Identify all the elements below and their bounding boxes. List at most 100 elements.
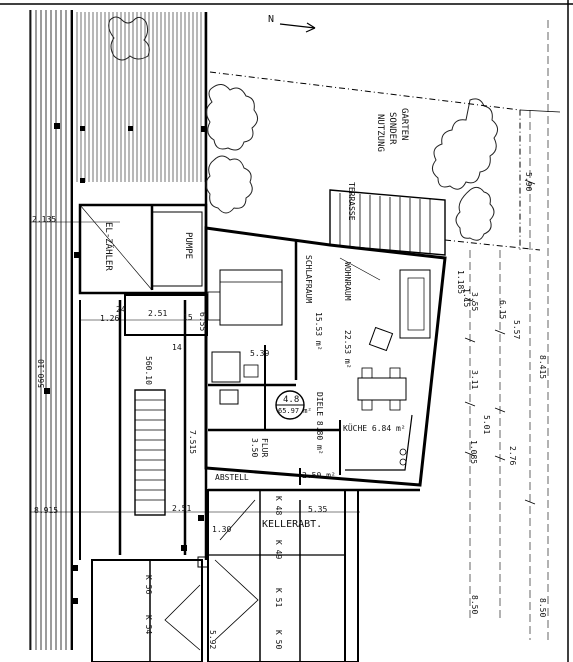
kellerabt-label: KELLERABT. — [262, 519, 323, 530]
north-label: N — [268, 14, 275, 25]
dim-501: 5.01 — [482, 415, 491, 435]
bedside — [207, 291, 221, 321]
garten-label: GARTEN — [399, 108, 409, 141]
garden-boundary-2 — [444, 239, 541, 251]
dim-24: 24 — [116, 305, 126, 314]
chair-2 — [389, 367, 401, 379]
keller-48: K 48 — [274, 496, 283, 516]
dim-top-right — [519, 109, 561, 113]
staircase — [134, 389, 166, 516]
door-swing-living — [339, 257, 381, 281]
keller-56: K 56 — [144, 575, 153, 595]
dim-56010b: 560.10 — [144, 356, 153, 385]
dim-557: 5.57 — [512, 320, 521, 340]
wohnraum-label: WOHNRAUM — [343, 262, 352, 301]
cellar-diag — [219, 499, 256, 541]
stove-1 — [399, 448, 407, 456]
shrub-garden-2 — [205, 155, 253, 214]
stair-landing — [124, 294, 208, 336]
diele-label: DIELE 8.80 m² — [315, 392, 324, 455]
flat-area: 65.97 m² — [278, 407, 312, 415]
shrub-garden-1 — [206, 84, 258, 151]
keller-49: K 49 — [274, 540, 283, 560]
dim-2135: 2.135 — [32, 215, 57, 224]
flat-outline — [204, 226, 447, 487]
kueche-label: KÜCHE 6.84 m² — [343, 424, 406, 433]
shrub-top — [108, 16, 150, 61]
el-zaehler-label: EL-ZÄHLER — [103, 222, 113, 271]
terrain-hatch — [30, 10, 72, 650]
shaft-marker — [197, 556, 209, 568]
sofa-inner — [407, 277, 425, 331]
dim-7515: 7.515 — [188, 430, 197, 455]
terrace — [329, 189, 446, 256]
north-arrow-line — [279, 23, 316, 29]
dim-1085: 1.085 — [469, 440, 478, 465]
bed — [219, 269, 283, 326]
terrasse-label: TERRASSE — [347, 182, 356, 221]
nutzung-label: NUTZUNG — [375, 114, 385, 152]
sondernutzung-label: SONDER — [387, 112, 397, 145]
schlafraum-area: 15.53 m² — [314, 312, 323, 351]
dim-130: 1.30 — [212, 525, 232, 534]
dim-8415: 8.415 — [538, 355, 547, 380]
shrub-garden-right-2 — [455, 186, 495, 241]
wohnraum-area: 22.53 m² — [343, 330, 352, 369]
dim-311: 3.11 — [470, 370, 479, 390]
dim-850b: 8.50 — [538, 598, 547, 618]
armchair — [368, 326, 394, 352]
dim-8915: 8.915 — [34, 506, 59, 515]
dim-251a: 2.51 — [148, 309, 168, 318]
dim-15: 15 — [183, 313, 193, 322]
dim-14: 14 — [172, 343, 182, 352]
flat-number: 4.8 — [283, 395, 300, 405]
bad-area: 5.39 — [250, 349, 270, 358]
service-block — [78, 203, 208, 295]
stove-2 — [399, 458, 407, 466]
dim-355: 3.55 — [470, 292, 479, 312]
dim-592: 5.92 — [208, 630, 217, 650]
cellar-door-swing — [214, 559, 259, 641]
terrace-stairs — [339, 193, 431, 254]
dining-table — [357, 377, 407, 401]
shrub-garden-right — [432, 98, 498, 190]
dim-56010: 560.10 — [37, 359, 46, 388]
dim-1185: 1.185 — [456, 270, 465, 295]
abstell-area: 2.50 m² — [302, 471, 336, 480]
keller-51: K 51 — [274, 588, 283, 608]
keller-54: K 54 — [144, 615, 153, 635]
cellar-left-diag — [164, 584, 201, 651]
kitchen-counter — [345, 414, 413, 471]
chair-3 — [361, 399, 373, 411]
dim-535: 5.35 — [308, 505, 328, 514]
sofa — [399, 269, 431, 339]
north-arrow-head — [305, 22, 316, 33]
service-diag — [79, 204, 153, 291]
dim-590: 5.90 — [524, 172, 533, 192]
flur-label: FLUR — [260, 438, 269, 458]
dim-126: 1.26 — [100, 314, 120, 323]
chair-1 — [361, 367, 373, 379]
cellar-block — [207, 489, 359, 662]
chair-4 — [389, 399, 401, 411]
dim-ticks-right — [464, 179, 536, 505]
dim-655: 6.55 — [198, 312, 207, 332]
dim-615: 6.15 — [498, 300, 507, 320]
dim-251b: 2.51 — [172, 504, 192, 513]
toilet — [219, 389, 239, 405]
schlafraum-label: SCHLAFRAUM — [304, 255, 313, 304]
stair-steps — [135, 399, 165, 501]
dim-276: 2.76 — [508, 446, 517, 466]
pump-room — [151, 211, 203, 287]
column-markers — [44, 123, 207, 604]
washbasin — [243, 364, 259, 378]
keller-50: K 50 — [274, 630, 283, 650]
bathtub — [211, 351, 241, 383]
abstell-label: ABSTELL — [215, 473, 249, 482]
pumpe-label: PUMPE — [183, 232, 193, 260]
upper-hatch — [74, 12, 206, 182]
flur-area: 3.50 — [250, 438, 259, 458]
dim-850: 8.50 — [470, 595, 479, 615]
cellar-left — [91, 559, 203, 662]
